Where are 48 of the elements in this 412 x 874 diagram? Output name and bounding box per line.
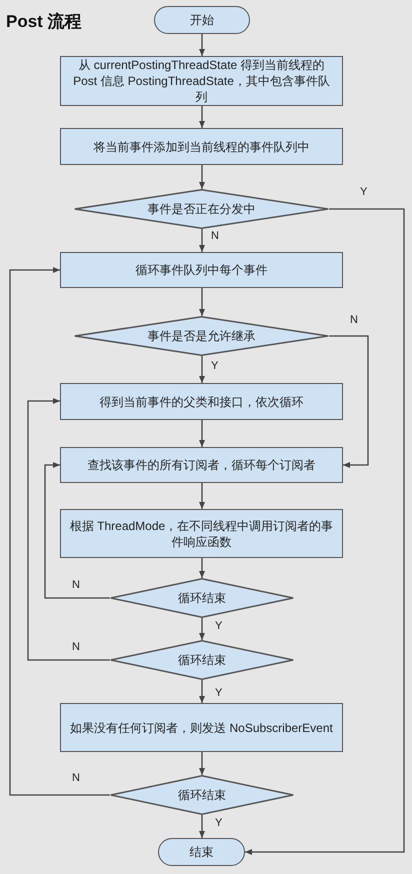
edge-label: Y: [360, 186, 368, 198]
arrow: [199, 680, 205, 703]
arrow: [199, 106, 205, 128]
decision-diamond: [110, 578, 294, 618]
arrow: [199, 34, 205, 56]
edge-label: Y: [215, 620, 222, 632]
arrow: [199, 165, 205, 189]
arrow: [329, 335, 369, 468]
edge-label: Y: [211, 360, 218, 372]
process-box: 根据 ThreadMode，在不同线程中调用订阅者的事件响应函数: [60, 509, 343, 558]
process-box: 从 currentPostingThreadState 得到当前线程的 Post 信息 PostingThreadState，其中包含事件队列: [60, 56, 343, 106]
terminal-box: 开始: [154, 6, 250, 34]
process-box: 查找该事件的所有订阅者，循环每个订阅者: [60, 447, 343, 483]
edge-label: Y: [215, 687, 222, 699]
edge-label: N: [72, 579, 80, 591]
arrow: [199, 356, 205, 383]
node-text: 循环结束: [178, 787, 226, 803]
arrow: [199, 420, 205, 447]
decision-diamond: [110, 775, 294, 815]
title: Post 流程: [6, 11, 82, 33]
arrow: [27, 398, 110, 661]
arrow: [199, 288, 205, 316]
node-text: 循环结束: [178, 652, 226, 668]
decision-diamond: [74, 189, 329, 229]
node-text: 事件是否是允许继承: [148, 328, 256, 344]
arrow: [199, 618, 205, 640]
process-box: 得到当前事件的父类和接口，依次循环: [60, 383, 343, 420]
decision-diamond: [110, 640, 294, 680]
arrow: [199, 815, 205, 838]
edge-label: N: [72, 772, 80, 784]
process-box: 如果没有任何订阅者，则发送 NoSubscriberEvent: [60, 703, 343, 752]
arrow: [199, 483, 205, 509]
edge-label: Y: [215, 817, 222, 829]
arrow: [199, 558, 205, 578]
process-box: 将当前事件添加到当前线程的事件队列中: [60, 128, 343, 165]
arrow: [199, 229, 205, 252]
process-box: 循环事件队列中每个事件: [60, 252, 343, 288]
arrow: [245, 208, 405, 855]
arrow: [199, 752, 205, 775]
node-text: 循环结束: [178, 590, 226, 606]
edge-label: N: [211, 230, 219, 242]
arrow: [44, 462, 110, 599]
edge-label: N: [72, 641, 80, 653]
arrow: [9, 267, 110, 796]
terminal-box: 结束: [158, 838, 245, 866]
edge-label: N: [350, 314, 358, 326]
decision-diamond: [74, 316, 329, 356]
node-text: 事件是否正在分发中: [148, 201, 256, 217]
